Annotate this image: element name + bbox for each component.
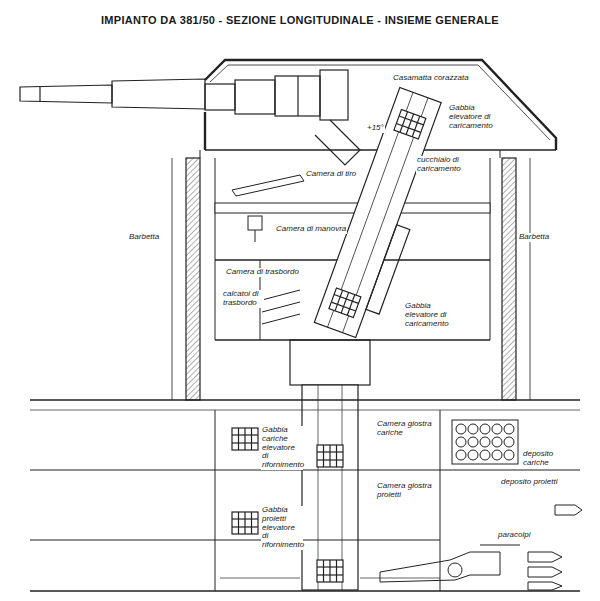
part-label: cucchiaio di caricamento [416, 156, 468, 174]
deck-lines [30, 400, 580, 591]
part-label: Gabbia elevatore di caricamento [404, 302, 464, 328]
part-label: Casamatta corazzata [392, 74, 470, 83]
part-label: deposito cariche [522, 450, 576, 468]
part-label: Camera di tiro [305, 170, 357, 179]
part-label: Gabbia proietti elevatore di riforniment… [261, 506, 303, 550]
part-label: Barbetta [518, 233, 550, 242]
charge-magazine [452, 420, 518, 464]
part-label: Camera di manovra [275, 225, 347, 234]
shell-rammer [380, 505, 582, 590]
part-label: deposito proietti [500, 478, 558, 487]
part-label: +15° [366, 124, 385, 133]
drawing-title: IMPIANTO DA 381/50 - SEZIONE LONGITUDINA… [100, 14, 500, 26]
part-label: Camera di trasbordo [225, 268, 300, 277]
part-label: Camera giostra proietti [376, 482, 436, 500]
part-label: Camera giostra cariche [376, 420, 436, 438]
gunhouse-armour [200, 60, 556, 158]
part-label: calcatoi di trasbordo [222, 290, 264, 308]
part-label: Gabbia cariche elevatore di rifornimento [261, 426, 303, 470]
part-label: paracolpi [497, 531, 531, 540]
vertical-hoist [232, 340, 370, 590]
part-label: Barbetta [128, 233, 160, 242]
part-label: Gabbia elevatore di caricamento [448, 104, 508, 130]
